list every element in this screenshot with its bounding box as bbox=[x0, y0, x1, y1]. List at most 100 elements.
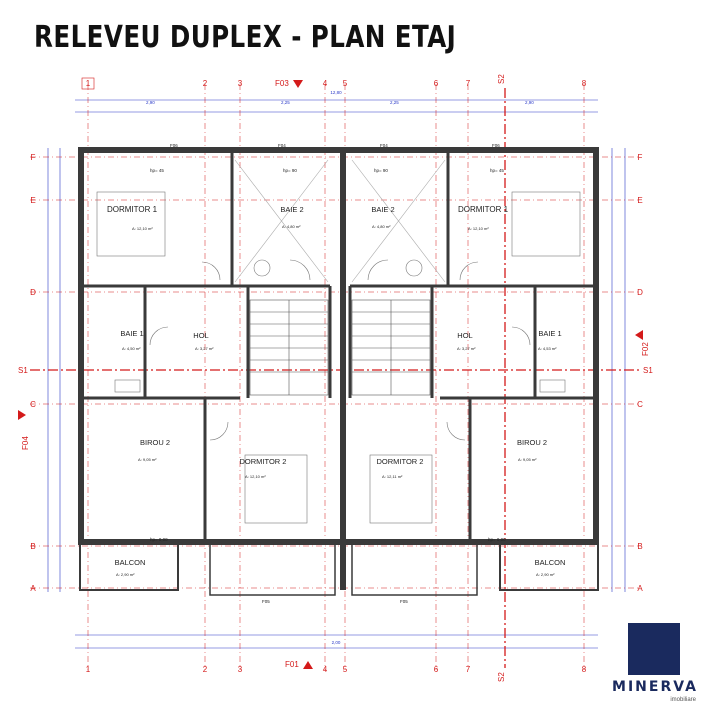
hp-label: hp= 0,00 bbox=[150, 537, 168, 542]
axis-label: F bbox=[638, 153, 643, 162]
room-area: A: 12,10 m² bbox=[468, 226, 489, 231]
room-area: A: 3,27 m² bbox=[195, 346, 214, 351]
axis-label: D bbox=[30, 288, 36, 297]
axis-label: A bbox=[637, 584, 643, 593]
axis-label: 2 bbox=[203, 665, 208, 674]
dimension-label: 2,25 bbox=[390, 100, 399, 105]
dimension-label: 2,25 bbox=[281, 100, 290, 105]
hp-label: hp= 45 bbox=[150, 168, 164, 173]
room-name: DORMITOR 1 bbox=[107, 205, 158, 214]
axis-label: 6 bbox=[434, 665, 439, 674]
axis-label: D bbox=[637, 288, 643, 297]
room-area: A: 2,90 m² bbox=[116, 572, 135, 577]
room-area: A: 4,80 m² bbox=[372, 224, 391, 229]
room-area: A: 2,90 m² bbox=[536, 572, 555, 577]
window-code: F05 bbox=[262, 599, 270, 604]
section-arrow bbox=[18, 410, 26, 420]
page-title: RELEVEU DUPLEX - PLAN ETAJ bbox=[34, 20, 457, 55]
axis-label: F bbox=[31, 153, 36, 162]
window-code: F06 bbox=[170, 143, 178, 148]
section-label: S1 bbox=[643, 366, 653, 375]
room-name: BIROU 2 bbox=[140, 438, 170, 447]
room-name: BALCON bbox=[535, 558, 566, 567]
section-label: F02 bbox=[641, 342, 650, 356]
axis-label: 4 bbox=[323, 79, 328, 88]
room-name: HOL bbox=[193, 331, 208, 340]
axis-label: B bbox=[637, 542, 642, 551]
axis-label: 5 bbox=[343, 665, 348, 674]
annotations: 12,80 2,90 2,25 2,25 2,90 2,00 hp= 45 hp… bbox=[146, 90, 534, 645]
room-area: A: 4,50 m² bbox=[122, 346, 141, 351]
section-markers: S1 S1 S2 S2 F03 F01 F02 F04 bbox=[18, 74, 653, 682]
section-lines bbox=[30, 88, 640, 668]
walls bbox=[78, 147, 599, 596]
axis-label: 4 bbox=[323, 665, 328, 674]
room-area: A: 4,80 m² bbox=[282, 224, 301, 229]
room-name: BIROU 2 bbox=[517, 438, 547, 447]
room-area: A: 4,53 m² bbox=[538, 346, 557, 351]
axis-label: A bbox=[30, 584, 36, 593]
room-area: A: 12,10 m² bbox=[245, 474, 266, 479]
section-arrow bbox=[635, 330, 643, 340]
room-area: A: 9,05 m² bbox=[518, 457, 537, 462]
axis-label: C bbox=[637, 400, 643, 409]
overall-dimension: 12,80 bbox=[330, 90, 342, 95]
brand-logo: MINERVA imobiliare bbox=[610, 623, 710, 713]
section-arrow bbox=[303, 661, 313, 669]
room-name: BAIE 2 bbox=[280, 205, 303, 214]
brand-name: MINERVA bbox=[612, 679, 698, 695]
room-name: BAIE 2 bbox=[371, 205, 394, 214]
axis-label: E bbox=[637, 196, 642, 205]
fixtures bbox=[96, 159, 581, 524]
room-name: DORMITOR 2 bbox=[377, 457, 424, 466]
axis-label: 1 bbox=[86, 79, 91, 88]
axis-label: 6 bbox=[434, 79, 439, 88]
hp-label: hp= 0,00 bbox=[488, 537, 506, 542]
axis-label: 3 bbox=[238, 79, 243, 88]
room-area: A: 9,05 m² bbox=[138, 457, 157, 462]
section-label: S2 bbox=[497, 672, 506, 682]
section-label: S2 bbox=[497, 74, 506, 84]
room-area: A: 12,10 m² bbox=[132, 226, 153, 231]
axis-labels: 1 2 3 4 5 6 7 8 1 2 3 4 5 6 7 8 F E D C … bbox=[30, 77, 643, 674]
dimension-label: 2,00 bbox=[332, 640, 341, 645]
axis-label: 3 bbox=[238, 665, 243, 674]
window-code: F04 bbox=[380, 143, 388, 148]
room-name: BAIE 1 bbox=[120, 329, 143, 338]
room-name: BALCON bbox=[115, 558, 146, 567]
hp-label: hp= 90 bbox=[283, 168, 297, 173]
section-arrow bbox=[293, 80, 303, 88]
room-name: DORMITOR 2 bbox=[240, 457, 287, 466]
axis-label: 8 bbox=[582, 79, 587, 88]
axis-label: 5 bbox=[343, 79, 348, 88]
window-code: F06 bbox=[492, 143, 500, 148]
room-name: DORMITOR 1 bbox=[458, 205, 509, 214]
axis-label: 1 bbox=[86, 665, 91, 674]
room-area: A: 12,11 m² bbox=[382, 474, 403, 479]
room-labels: DORMITOR 1 A: 12,10 m² BAIE 2 A: 4,80 m²… bbox=[107, 205, 565, 577]
section-label: F01 bbox=[285, 660, 299, 669]
window-code: F04 bbox=[278, 143, 286, 148]
window-code: F05 bbox=[400, 599, 408, 604]
stairs bbox=[249, 299, 431, 396]
axis-label: 2 bbox=[203, 79, 208, 88]
hp-label: hp= 90 bbox=[374, 168, 388, 173]
dimension-lines bbox=[47, 99, 626, 649]
axis-label: 7 bbox=[466, 665, 471, 674]
brand-tagline: imobiliare bbox=[670, 697, 696, 703]
room-area: A: 3,27 m² bbox=[457, 346, 476, 351]
room-name: HOL bbox=[457, 331, 472, 340]
axis-label: E bbox=[30, 196, 35, 205]
section-label: S1 bbox=[18, 366, 28, 375]
section-label: F03 bbox=[275, 79, 289, 88]
room-name: BAIE 1 bbox=[538, 329, 561, 338]
dimension-label: 2,90 bbox=[146, 100, 155, 105]
axis-label: C bbox=[30, 400, 36, 409]
axis-label: 8 bbox=[582, 665, 587, 674]
axis-label: B bbox=[30, 542, 35, 551]
dimension-label: 2,90 bbox=[525, 100, 534, 105]
section-label: F04 bbox=[21, 436, 30, 450]
axis-label: 7 bbox=[466, 79, 471, 88]
hp-label: hp= 45 bbox=[490, 168, 504, 173]
